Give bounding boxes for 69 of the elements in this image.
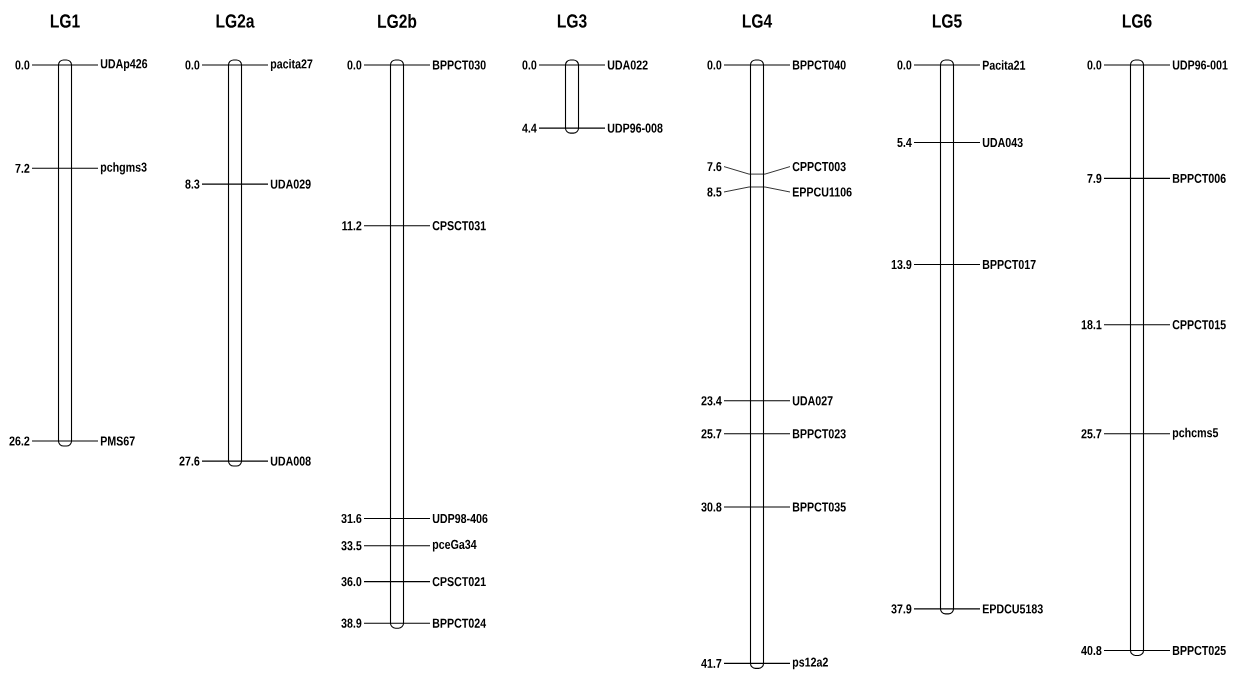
node-label: LG1 bbox=[50, 14, 80, 28]
position-label: 27.6 bbox=[179, 456, 200, 466]
marker-name: pceGa34 bbox=[432, 539, 477, 552]
marker-name: CPSCT031 bbox=[432, 221, 486, 231]
position-label: 0.0 bbox=[185, 60, 200, 70]
marker-name: ps12a2 bbox=[792, 657, 828, 670]
marker-name: BPPCT035 bbox=[792, 502, 846, 512]
position-label: 33.5 bbox=[341, 541, 362, 551]
marker-name: EPPCU1106 bbox=[792, 187, 852, 197]
marker-name: UDA027 bbox=[792, 396, 833, 406]
position-label: 30.8 bbox=[701, 502, 722, 512]
position-label: 25.7 bbox=[701, 429, 722, 439]
marker-name: CPPCT015 bbox=[1172, 320, 1226, 330]
node-label: LG2b bbox=[378, 14, 417, 28]
position-label: 37.9 bbox=[891, 604, 912, 614]
node-label: LG2a bbox=[216, 14, 255, 28]
position-label: 8.3 bbox=[185, 179, 200, 189]
node-label: LG6 bbox=[1122, 14, 1152, 28]
chromosome-bar: LG4 bbox=[742, 14, 773, 669]
marker-name: UDA008 bbox=[270, 456, 311, 466]
position-label: 7.2 bbox=[15, 163, 30, 173]
position-label: 36.0 bbox=[341, 577, 362, 587]
position-label: 8.5 bbox=[707, 187, 722, 197]
marker-name: EPDCU5183 bbox=[982, 604, 1043, 614]
position-label: 0.0 bbox=[707, 60, 722, 70]
marker-name: UDP98-406 bbox=[432, 513, 488, 524]
position-label: 0.0 bbox=[897, 60, 912, 70]
position-label: 18.1 bbox=[1081, 320, 1102, 330]
position-label: 41.7 bbox=[701, 658, 722, 668]
position-label: 0.0 bbox=[522, 60, 537, 70]
marker-name: BPPCT030 bbox=[432, 60, 486, 70]
marker-name: pacita27 bbox=[270, 58, 313, 72]
position-label: 0.0 bbox=[15, 60, 30, 70]
node-label: LG4 bbox=[742, 14, 773, 28]
position-label: 25.7 bbox=[1081, 429, 1102, 439]
node-label: LG5 bbox=[932, 14, 962, 28]
marker-name: pchcms5 bbox=[1172, 427, 1219, 440]
position-label: 31.6 bbox=[341, 513, 362, 524]
position-label: 0.0 bbox=[1087, 60, 1102, 70]
chromosome-bar: LG5 bbox=[932, 14, 962, 615]
position-label: 26.2 bbox=[9, 436, 30, 446]
marker-name: BPPCT023 bbox=[792, 429, 846, 439]
marker-name: BPPCT024 bbox=[432, 618, 487, 628]
marker-name: BPPCT025 bbox=[1172, 645, 1226, 656]
node-label: LG3 bbox=[557, 14, 587, 28]
marker-name: BPPCT017 bbox=[982, 259, 1036, 270]
position-label: 38.9 bbox=[341, 618, 362, 628]
position-label: 0.0 bbox=[347, 60, 362, 70]
chromosome-bar: LG6 bbox=[1122, 14, 1152, 656]
position-label: 7.9 bbox=[1087, 173, 1102, 183]
position-label: 13.9 bbox=[891, 259, 912, 270]
marker-name: BPPCT006 bbox=[1172, 173, 1226, 183]
position-label: 4.4 bbox=[522, 123, 537, 133]
position-label: 5.4 bbox=[897, 137, 912, 148]
marker-name: CPSCT021 bbox=[432, 577, 486, 587]
position-label: 7.6 bbox=[707, 162, 722, 172]
chromosome-bar: LG1 bbox=[50, 14, 80, 447]
chromosome-bar: LG2b bbox=[378, 14, 417, 629]
position-label: 11.2 bbox=[342, 221, 362, 231]
marker-name: pchgms3 bbox=[100, 162, 147, 175]
position-label: 23.4 bbox=[701, 396, 722, 406]
marker-name: UDP96-008 bbox=[607, 123, 663, 133]
marker-name: PMS67 bbox=[100, 436, 135, 446]
marker-name: UDA029 bbox=[270, 179, 311, 189]
marker-name: UDA043 bbox=[982, 137, 1023, 148]
marker-name: CPPCT003 bbox=[792, 162, 846, 172]
position-label: 40.8 bbox=[1081, 645, 1102, 656]
chromosome-bar: LG2a bbox=[216, 14, 255, 467]
chromosome-bar: LG3 bbox=[557, 14, 587, 134]
